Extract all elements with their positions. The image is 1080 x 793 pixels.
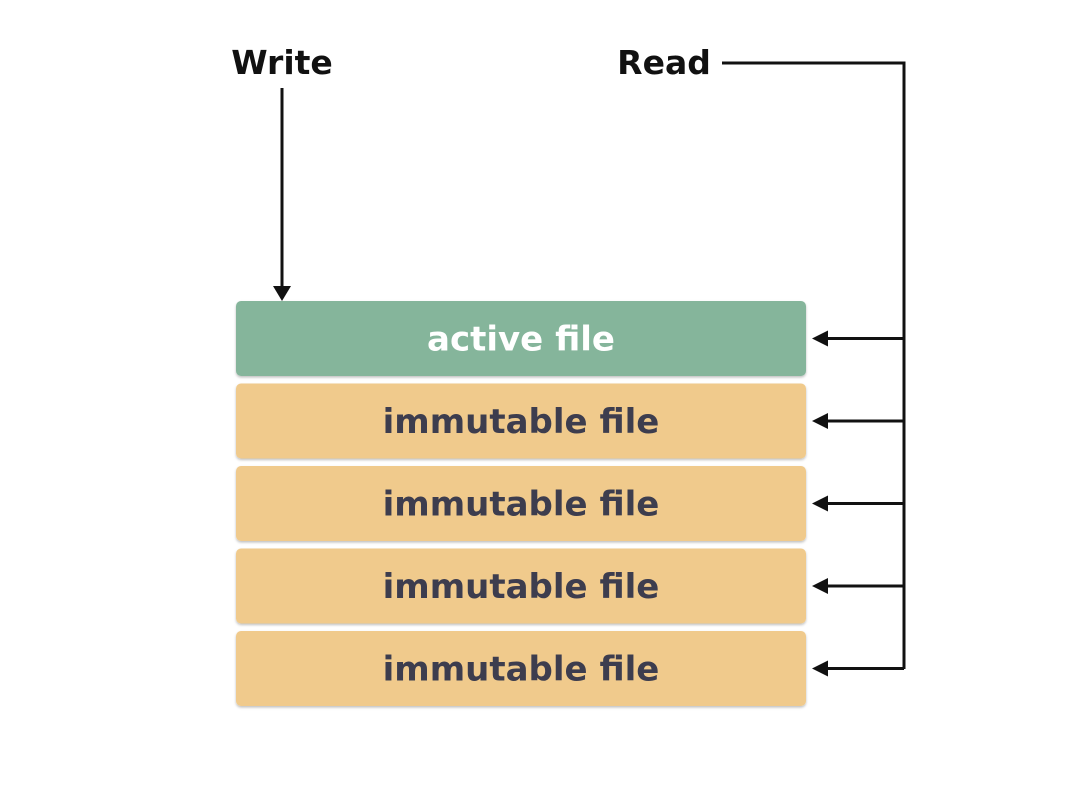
write-label: Write xyxy=(231,43,333,82)
file-box xyxy=(236,631,806,706)
immutable-file-block: immutable file xyxy=(236,548,806,624)
file-label: immutable file xyxy=(383,485,660,525)
file-label: active file xyxy=(427,320,615,360)
immutable-file-block: immutable file xyxy=(236,466,806,541)
file-stack: active file immutable file immutable file i… xyxy=(236,301,806,706)
read-arrowhead xyxy=(812,495,828,512)
read-connector-line xyxy=(722,61,906,669)
read-arrows xyxy=(812,330,904,677)
write-arrowhead xyxy=(273,286,291,301)
file-box xyxy=(236,466,806,541)
file-box xyxy=(236,301,806,376)
immutable-file-block: immutable file xyxy=(236,383,806,459)
file-box xyxy=(236,548,806,624)
file-label: immutable file xyxy=(383,650,660,690)
read-label: Read xyxy=(617,43,711,82)
read-arrowhead xyxy=(812,660,828,677)
active-file-block: active file xyxy=(236,301,806,376)
file-label: immutable file xyxy=(383,402,660,442)
immutable-file-block: immutable file xyxy=(236,631,806,706)
read-arrowhead xyxy=(812,578,828,594)
file-label: immutable file xyxy=(383,567,660,607)
read-arrowhead xyxy=(812,330,828,347)
read-arrowhead xyxy=(812,413,828,429)
file-box xyxy=(236,383,806,459)
